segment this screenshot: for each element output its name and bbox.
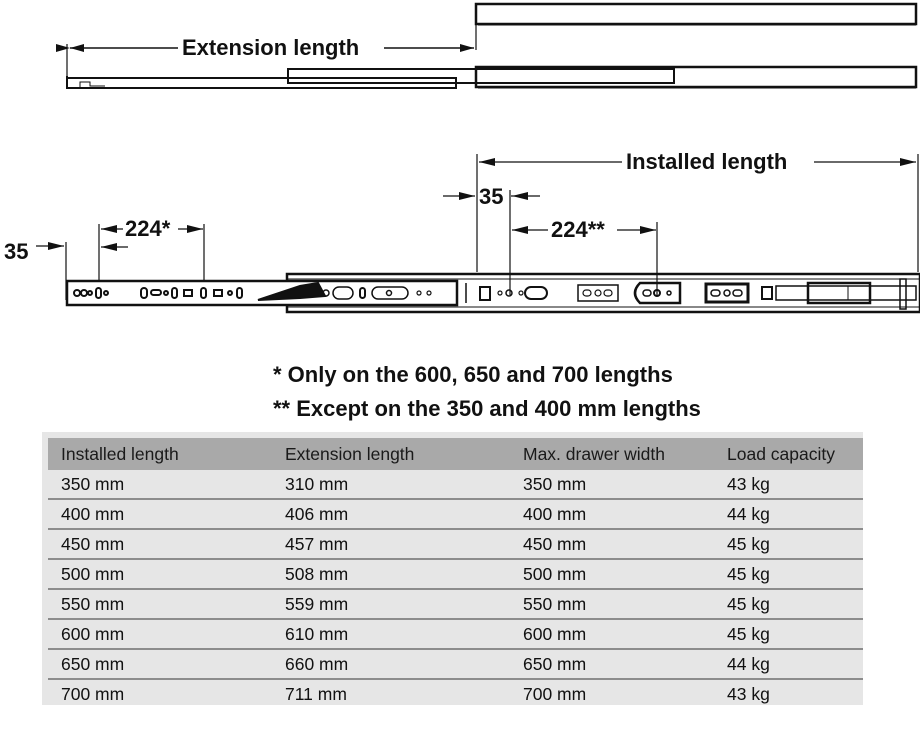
installed-slide-view bbox=[65, 272, 920, 314]
table-row: 500 mm 508 mm 500 mm 45 kg bbox=[48, 558, 863, 589]
cell-extension-length: 711 mm bbox=[272, 678, 510, 708]
arrowhead-icon bbox=[70, 44, 84, 52]
cell-load-capacity: 43 kg bbox=[714, 678, 863, 708]
cell-extension-length: 559 mm bbox=[272, 588, 510, 619]
cell-load-capacity: 44 kg bbox=[714, 648, 863, 679]
cell-extension-length: 660 mm bbox=[272, 648, 510, 679]
header-extension-length: Extension length bbox=[272, 438, 510, 470]
table-row: 650 mm 660 mm 650 mm 44 kg bbox=[48, 648, 863, 679]
table-row: 400 mm 406 mm 400 mm 44 kg bbox=[48, 498, 863, 529]
table-row: 550 mm 559 mm 550 mm 45 kg bbox=[48, 588, 863, 619]
cell-max-drawer-width: 550 mm bbox=[510, 588, 714, 619]
cell-extension-length: 310 mm bbox=[285, 473, 349, 494]
table-row: 600 mm 610 mm 600 mm 45 kg bbox=[48, 618, 863, 649]
installed-length-label: Installed length bbox=[626, 149, 788, 174]
cell-max-drawer-width: 450 mm bbox=[510, 528, 714, 559]
cell-max-drawer-width: 700 mm bbox=[510, 678, 714, 708]
left-spacing-label: 224* bbox=[125, 216, 171, 241]
cell-installed-length: 650 mm bbox=[48, 648, 272, 679]
drawer-slide-drawing bbox=[36, 2, 920, 314]
dimension-arrowheads bbox=[48, 158, 916, 251]
cell-extension-length: 457 mm bbox=[272, 528, 510, 559]
cell-load-capacity: 44 kg bbox=[714, 498, 863, 529]
cell-load-capacity: 45 kg bbox=[714, 588, 863, 619]
cell-max-drawer-width: 350 mm bbox=[523, 473, 587, 494]
left-offset-label: 35 bbox=[4, 239, 29, 264]
cell-load-capacity: 43 kg bbox=[727, 473, 770, 494]
cell-installed-length: 450 mm bbox=[48, 528, 272, 559]
cell-extension-length: 406 mm bbox=[272, 498, 510, 529]
right-spacing-label: 224** bbox=[551, 217, 605, 242]
extension-length-label: Extension length bbox=[182, 35, 360, 60]
header-max-drawer-width: Max. drawer width bbox=[510, 438, 714, 470]
cell-load-capacity: 45 kg bbox=[714, 558, 863, 589]
cell-installed-length: 700 mm bbox=[48, 678, 272, 708]
cell-max-drawer-width: 650 mm bbox=[510, 648, 714, 679]
cell-max-drawer-width: 400 mm bbox=[510, 498, 714, 529]
footnote-double-asterisk: ** Except on the 350 and 400 mm lengths bbox=[273, 396, 701, 421]
cell-extension-length: 610 mm bbox=[272, 618, 510, 649]
cell-installed-length: 400 mm bbox=[48, 498, 272, 529]
header-installed-length: Installed length bbox=[48, 438, 272, 470]
extended-slide-view bbox=[56, 2, 918, 89]
right-offset-label: 35 bbox=[479, 184, 504, 209]
table-row: 450 mm 457 mm 450 mm 45 kg bbox=[48, 528, 863, 559]
cell-installed-length: 500 mm bbox=[48, 558, 272, 589]
table-header-row: Installed length Extension length Max. d… bbox=[48, 438, 863, 470]
cell-load-capacity: 45 kg bbox=[714, 618, 863, 649]
header-load-capacity: Load capacity bbox=[714, 438, 863, 470]
spec-table: Installed length Extension length Max. d… bbox=[48, 438, 863, 708]
cell-installed-length: 600 mm bbox=[48, 618, 272, 649]
cell-extension-length: 508 mm bbox=[272, 558, 510, 589]
cell-max-drawer-width: 600 mm bbox=[510, 618, 714, 649]
table-row: 350 mm 310 mm 350 mm 43 kg bbox=[48, 470, 863, 499]
table-row: 700 mm 711 mm 700 mm 43 kg bbox=[48, 678, 863, 708]
cell-installed-length: 550 mm bbox=[48, 588, 272, 619]
cell-max-drawer-width: 500 mm bbox=[510, 558, 714, 589]
cell-installed-length: 350 mm bbox=[61, 473, 125, 494]
footnote-single-asterisk: * Only on the 600, 650 and 700 lengths bbox=[273, 362, 673, 387]
cell-load-capacity: 45 kg bbox=[714, 528, 863, 559]
spec-table-frame: Installed length Extension length Max. d… bbox=[42, 432, 863, 708]
